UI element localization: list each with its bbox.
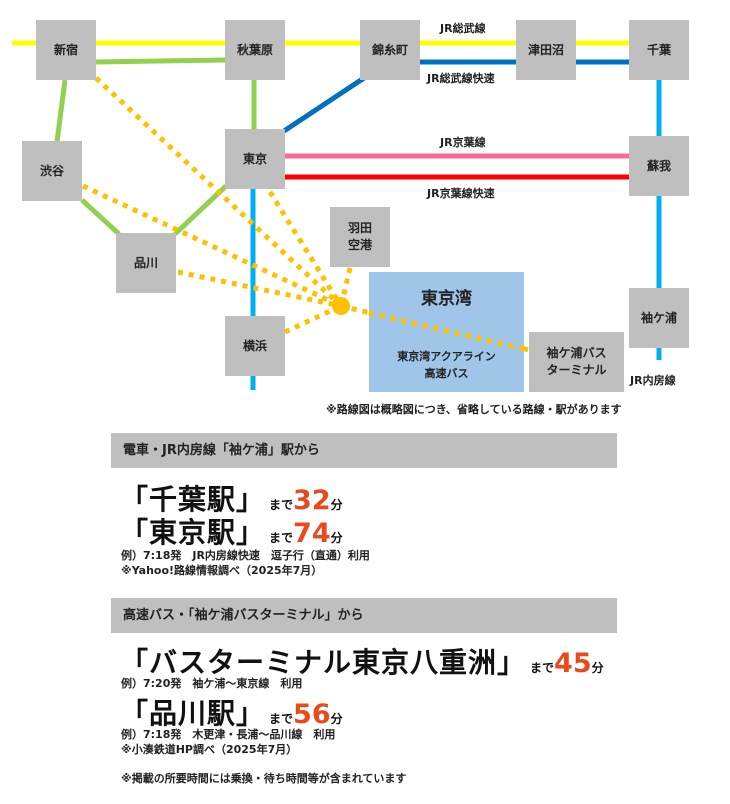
station-label: 東京 — [242, 151, 267, 166]
train-example: 例）7:18発 JR内房線快速 逗子行（直通）利用 — [121, 549, 370, 562]
made-label: まで — [269, 712, 294, 726]
station-shibuya: 渋谷 — [22, 141, 82, 201]
destination-name: 「バスターミナル東京八重洲」 — [120, 646, 527, 679]
station-label: 羽田 空港 — [347, 221, 372, 252]
train-source: ※Yahoo!路線情報調べ（2025年7月） — [121, 564, 323, 577]
minutes-unit: 分 — [330, 531, 343, 545]
destination-name: 「東京駅」 — [120, 516, 266, 549]
destination-name: 「千葉駅」 — [120, 483, 266, 516]
made-label: まで — [269, 498, 294, 512]
station-label: 横浜 — [242, 338, 267, 353]
bus-route-tokyo — [267, 190, 344, 308]
sobu-rapid-diagonal — [282, 75, 366, 134]
duration-minutes: 74 — [293, 518, 331, 549]
station-kinshicho: 錦糸町 — [360, 20, 420, 80]
aqualine-label: 東京湾アクアライン 高速バス — [397, 350, 496, 380]
train-route-chiba: 「千葉駅」まで32分 — [120, 478, 343, 518]
station-akihabara: 秋葉原 — [225, 20, 285, 80]
bus-route-shinagawa — [177, 269, 342, 309]
minutes-unit: 分 — [330, 498, 343, 512]
station-shinagawa: 品川 — [116, 233, 176, 293]
station-label: 蘇我 — [646, 158, 671, 173]
label-sobu: JR総武線 — [440, 22, 486, 35]
bay-title: 東京湾 — [421, 289, 472, 309]
map-note: ※路線図は概略図につき、省略している路線・駅があります — [326, 403, 622, 416]
duration-minutes: 32 — [293, 485, 331, 516]
station-label: 津田沼 — [527, 42, 564, 57]
bus-route-yokohama — [283, 303, 343, 335]
label-sobu-rapid: JR総武線快速 — [427, 72, 495, 85]
station-sodegaura-bus-terminal: 袖ケ浦バス ターミナル — [529, 332, 624, 392]
station-label: 袖ケ浦バス ターミナル — [546, 346, 607, 377]
minutes-unit: 分 — [330, 712, 343, 726]
station-chiba: 千葉 — [629, 20, 689, 80]
footnote: ※掲載の所要時間には乗換・待ち時間等が含まれています — [121, 772, 407, 785]
station-label: 渋谷 — [39, 163, 64, 178]
station-label: 袖ケ浦 — [640, 310, 677, 325]
made-label: まで — [530, 661, 555, 675]
bus-example-shinagawa: 例）7:18発 木更津・長浦〜品川線 利用 — [121, 728, 336, 741]
duration-minutes: 45 — [554, 648, 592, 679]
bus-section-header: 高速バス・「袖ケ浦バスターミナル」から — [111, 598, 617, 633]
station-label: 品川 — [133, 255, 158, 270]
station-soga: 蘇我 — [629, 136, 689, 196]
bus-route-shinjuku — [94, 76, 343, 308]
bus-route-yaesu: 「バスターミナル東京八重洲」まで45分 — [120, 641, 604, 681]
label-uchibo: JR内房線 — [630, 374, 676, 387]
aqualine-hub-marker — [332, 297, 350, 315]
duration-minutes: 56 — [293, 699, 331, 730]
destination-name: 「品川駅」 — [120, 697, 266, 730]
train-route-tokyo: 「東京駅」まで74分 — [120, 511, 343, 551]
station-sodegaura: 袖ケ浦 — [629, 288, 689, 348]
chuo-green-line — [95, 57, 227, 65]
bus-routes — [81, 76, 530, 353]
train-section-header: 電車・JR内房線「袖ケ浦」駅から — [111, 433, 617, 468]
station-shinjuku: 新宿 — [36, 20, 96, 80]
made-label: まで — [269, 531, 294, 545]
station-tokyo: 東京 — [225, 129, 285, 189]
station-haneda-airport: 羽田 空港 — [330, 207, 390, 267]
label-keiyo: JR京葉線 — [440, 136, 486, 149]
station-yokohama: 横浜 — [225, 316, 285, 376]
green-shibuya-shinagawa — [80, 198, 121, 236]
label-keiyo-rapid: JR京葉線快速 — [427, 187, 495, 200]
station-tsudanuma: 津田沼 — [516, 20, 576, 80]
tokyo-bay: 東京湾 東京湾アクアライン 高速バス — [369, 272, 524, 392]
station-label: 秋葉原 — [236, 42, 273, 57]
station-label: 錦糸町 — [371, 42, 408, 57]
bus-example-yaesu: 例）7:20発 袖ケ浦〜東京線 利用 — [121, 677, 303, 690]
station-label: 新宿 — [53, 42, 78, 57]
bus-route-shibuya — [81, 183, 343, 309]
station-label: 千葉 — [646, 42, 671, 57]
route-map: 東京湾 東京湾アクアライン 高速バス 新宿 秋葉原 錦糸町 津田沼 千葉 渋谷 … — [12, 20, 689, 416]
bus-source: ※小湊鉄道HP調べ（2025年7月） — [121, 743, 298, 756]
green-shinjuku-shibuya — [54, 79, 68, 143]
minutes-unit: 分 — [591, 661, 604, 675]
bus-route-shinagawa: 「品川駅」まで56分 — [120, 692, 343, 732]
